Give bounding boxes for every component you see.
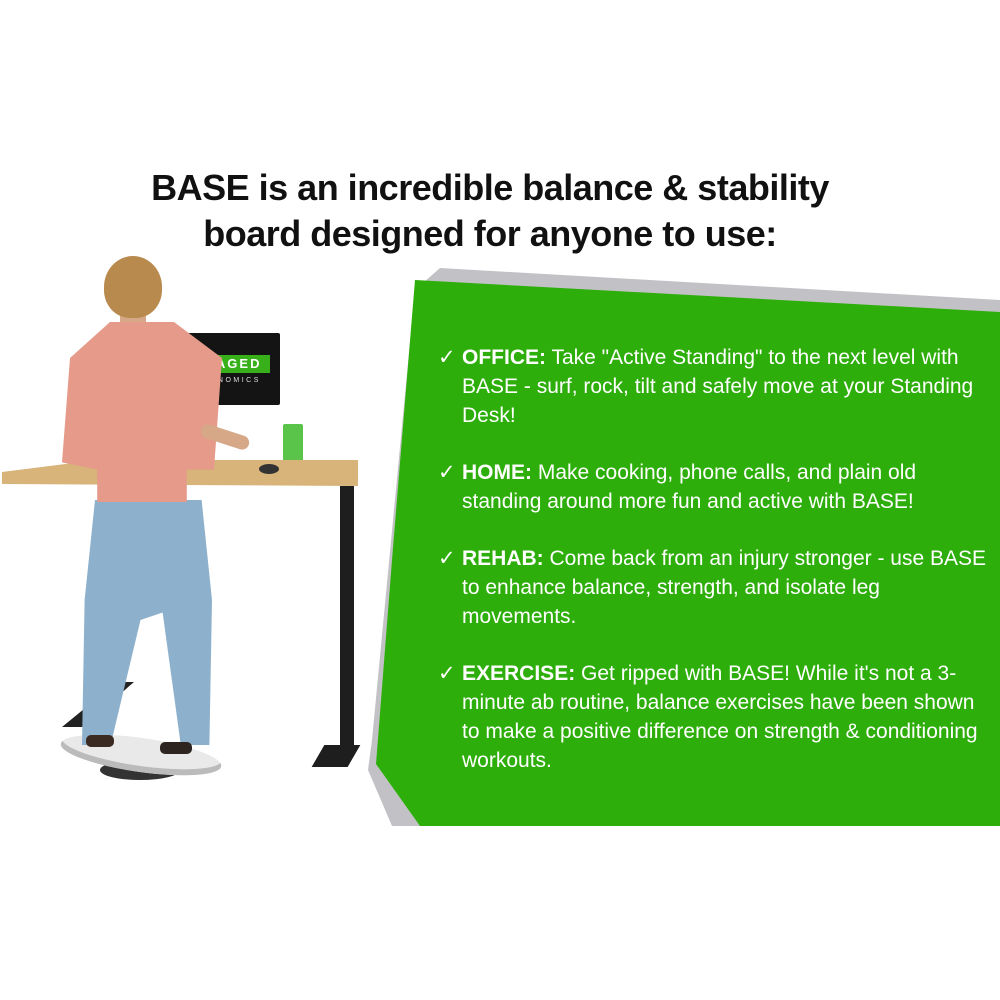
feature-rehab: ✓ REHAB: Come back from an injury strong…: [438, 544, 993, 631]
computer-mouse: [259, 464, 279, 474]
checkmark-icon: ✓: [438, 346, 456, 369]
feature-list: ✓ OFFICE: Take "Active Standing" to the …: [438, 343, 993, 803]
feature-office: ✓ OFFICE: Take "Active Standing" to the …: [438, 343, 993, 430]
checkmark-icon: ✓: [438, 662, 456, 685]
feature-label: OFFICE:: [462, 346, 546, 369]
feature-label: HOME:: [462, 461, 532, 484]
green-tumbler: [283, 424, 303, 464]
person-shoe-right: [160, 742, 192, 754]
feature-label: REHAB:: [462, 547, 544, 570]
feature-exercise: ✓ EXERCISE: Get ripped with BASE! While …: [438, 659, 993, 775]
feature-text: Take "Active Standing" to the next level…: [462, 346, 974, 427]
headline-line-2: board designed for anyone to use:: [203, 213, 777, 254]
checkmark-icon: ✓: [438, 461, 456, 484]
feature-text: Get ripped with BASE! While it's not a 3…: [462, 662, 978, 772]
checkmark-icon: ✓: [438, 547, 456, 570]
person-head: [104, 256, 162, 318]
monitor-logo-sub: GONOMICS: [202, 377, 261, 384]
desk-foot: [311, 745, 361, 767]
desk-leg: [340, 486, 354, 756]
headline-line-1: BASE is an incredible balance & stabilit…: [151, 167, 829, 208]
feature-text: Make cooking, phone calls, and plain old…: [462, 461, 917, 513]
headline: BASE is an incredible balance & stabilit…: [0, 165, 980, 257]
feature-label: EXERCISE:: [462, 662, 576, 685]
feature-text: Come back from an injury stronger - use …: [462, 547, 987, 628]
person-jeans: [82, 500, 212, 745]
person-shoe-left: [86, 735, 114, 747]
feature-home: ✓ HOME: Make cooking, phone calls, and p…: [438, 458, 993, 516]
